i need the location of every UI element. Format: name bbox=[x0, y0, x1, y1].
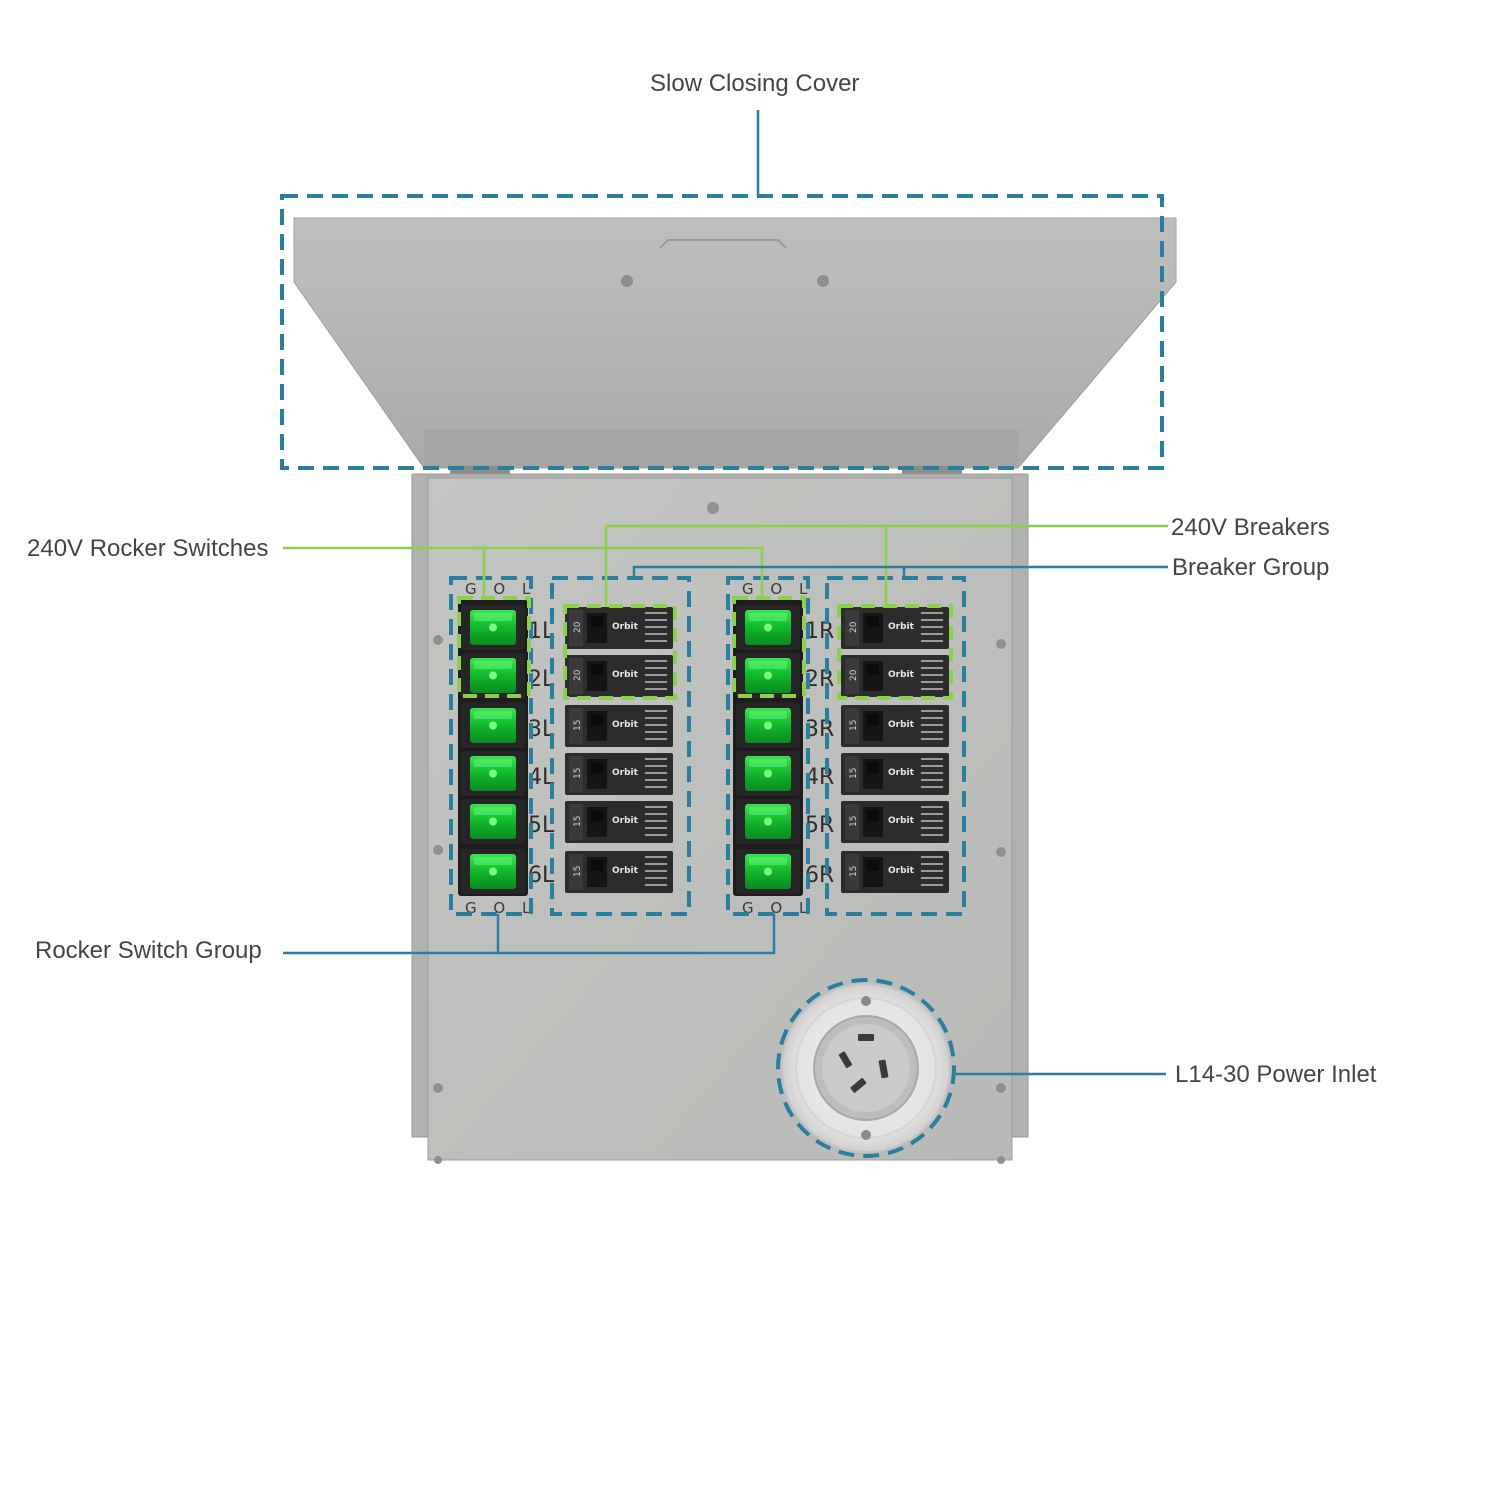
rocker-240v-label: 240V Rocker Switches bbox=[27, 535, 269, 562]
breaker-brand: Orbit bbox=[888, 866, 915, 876]
inlet-prong bbox=[878, 1059, 889, 1079]
circuit-breaker[interactable]: 15 Orbit bbox=[841, 753, 949, 795]
gol-header-left-top: G O L bbox=[465, 580, 536, 598]
circuit-breaker[interactable]: 15 Orbit bbox=[565, 705, 673, 747]
cover-label: Slow Closing Cover bbox=[650, 70, 860, 97]
breaker-brand: Orbit bbox=[612, 866, 639, 876]
gol-header-right-top: G O L bbox=[742, 580, 813, 598]
rocker-switch-column-left bbox=[458, 600, 528, 896]
breaker-amp-rating: 15 bbox=[573, 816, 583, 827]
green-callout-boxes bbox=[457, 596, 953, 700]
breaker-amp-rating: 20 bbox=[849, 669, 859, 681]
circuit-breaker[interactable]: 20 Orbit bbox=[565, 607, 673, 649]
power-inlet-label: L14-30 Power Inlet bbox=[1175, 1061, 1377, 1088]
rocker-switch[interactable] bbox=[461, 799, 525, 844]
hinge bbox=[450, 466, 510, 476]
rocker-group-box-right bbox=[726, 576, 810, 916]
breakers-240v-label: 240V Breakers bbox=[1171, 514, 1330, 541]
breaker-amp-rating: 15 bbox=[573, 720, 583, 731]
breaker-amp-rating: 15 bbox=[849, 816, 859, 827]
rocker-switch[interactable] bbox=[736, 849, 800, 894]
inlet-prong bbox=[858, 1034, 874, 1041]
circuit-breaker[interactable]: 15 Orbit bbox=[565, 801, 673, 843]
rocker-switch[interactable] bbox=[736, 605, 800, 650]
breaker-amp-rating: 20 bbox=[849, 621, 859, 633]
breaker-brand: Orbit bbox=[612, 720, 639, 730]
breaker-brand: Orbit bbox=[612, 816, 639, 826]
breaker-240v-leader bbox=[604, 524, 1168, 606]
circuit-breaker[interactable]: 15 Orbit bbox=[841, 801, 949, 843]
breaker-brand: Orbit bbox=[888, 622, 915, 632]
rocker-switch[interactable] bbox=[461, 605, 525, 650]
circuit-breaker[interactable]: 15 Orbit bbox=[565, 753, 673, 795]
rocker-switch[interactable] bbox=[461, 751, 525, 796]
circuit-breaker[interactable]: 15 Orbit bbox=[565, 851, 673, 893]
rocker-switch-column-right bbox=[733, 600, 803, 896]
breaker-brand: Orbit bbox=[612, 670, 639, 680]
rocker-switch[interactable] bbox=[461, 653, 525, 698]
slow-closing-cover bbox=[293, 217, 1177, 476]
rocker-240v-box-left bbox=[457, 596, 531, 698]
breaker-group-box-right bbox=[825, 576, 966, 916]
breaker-amp-rating: 15 bbox=[849, 866, 859, 877]
rocker-group-box-left bbox=[449, 576, 533, 916]
rocker-240v-box-right bbox=[732, 596, 806, 698]
breaker-amp-rating: 15 bbox=[849, 720, 859, 731]
circuit-breaker[interactable]: 20 Orbit bbox=[841, 607, 949, 649]
rocker-240v-leader-right bbox=[484, 546, 764, 598]
rocker-switch[interactable] bbox=[736, 653, 800, 698]
rocker-switch[interactable] bbox=[736, 799, 800, 844]
breaker-group-leader bbox=[632, 565, 1168, 578]
circuit-breaker[interactable]: 20 Orbit bbox=[565, 655, 673, 697]
breaker-group-label: Breaker Group bbox=[1172, 554, 1330, 581]
circuit-breaker[interactable]: 15 Orbit bbox=[841, 851, 949, 893]
leader-lines bbox=[283, 110, 1168, 1076]
breaker-brand: Orbit bbox=[612, 622, 639, 632]
rocker-group-label: Rocker Switch Group bbox=[35, 937, 262, 964]
hinge bbox=[902, 466, 962, 476]
power-inlet bbox=[781, 983, 951, 1153]
breaker-amp-rating: 15 bbox=[573, 768, 583, 779]
blue-callout-boxes bbox=[280, 194, 1164, 1158]
cover-screw bbox=[621, 275, 633, 287]
breaker-amp-rating: 15 bbox=[849, 768, 859, 779]
rocker-group-leader bbox=[283, 914, 776, 955]
breaker-amp-rating: 20 bbox=[573, 621, 583, 633]
circuit-breaker[interactable]: 15 Orbit bbox=[841, 705, 949, 747]
circuit-breaker[interactable]: 20 Orbit bbox=[841, 655, 949, 697]
breaker-240v-box-right bbox=[837, 604, 953, 700]
inlet-callout-circle bbox=[776, 978, 956, 1158]
rocker-switch[interactable] bbox=[461, 849, 525, 894]
breaker-brand: Orbit bbox=[888, 816, 915, 826]
breaker-240v-box-left bbox=[563, 604, 677, 700]
breaker-amp-rating: 15 bbox=[573, 866, 583, 877]
breaker-amp-rating: 20 bbox=[573, 669, 583, 681]
breaker-brand: Orbit bbox=[888, 670, 915, 680]
rocker-switch[interactable] bbox=[461, 703, 525, 748]
rocker-switch[interactable] bbox=[736, 703, 800, 748]
cover-callout-box bbox=[280, 194, 1164, 470]
breaker-brand: Orbit bbox=[612, 768, 639, 778]
gol-header-left-bottom: G O L bbox=[465, 899, 536, 917]
breaker-brand: Orbit bbox=[888, 768, 915, 778]
inlet-prong bbox=[850, 1077, 867, 1093]
breaker-brand: Orbit bbox=[888, 720, 915, 730]
inlet-prong bbox=[838, 1051, 853, 1069]
rocker-switch[interactable] bbox=[736, 751, 800, 796]
cover-screw bbox=[817, 275, 829, 287]
breaker-group-box-left bbox=[550, 576, 691, 916]
gol-header-right-bottom: G O L bbox=[742, 899, 813, 917]
